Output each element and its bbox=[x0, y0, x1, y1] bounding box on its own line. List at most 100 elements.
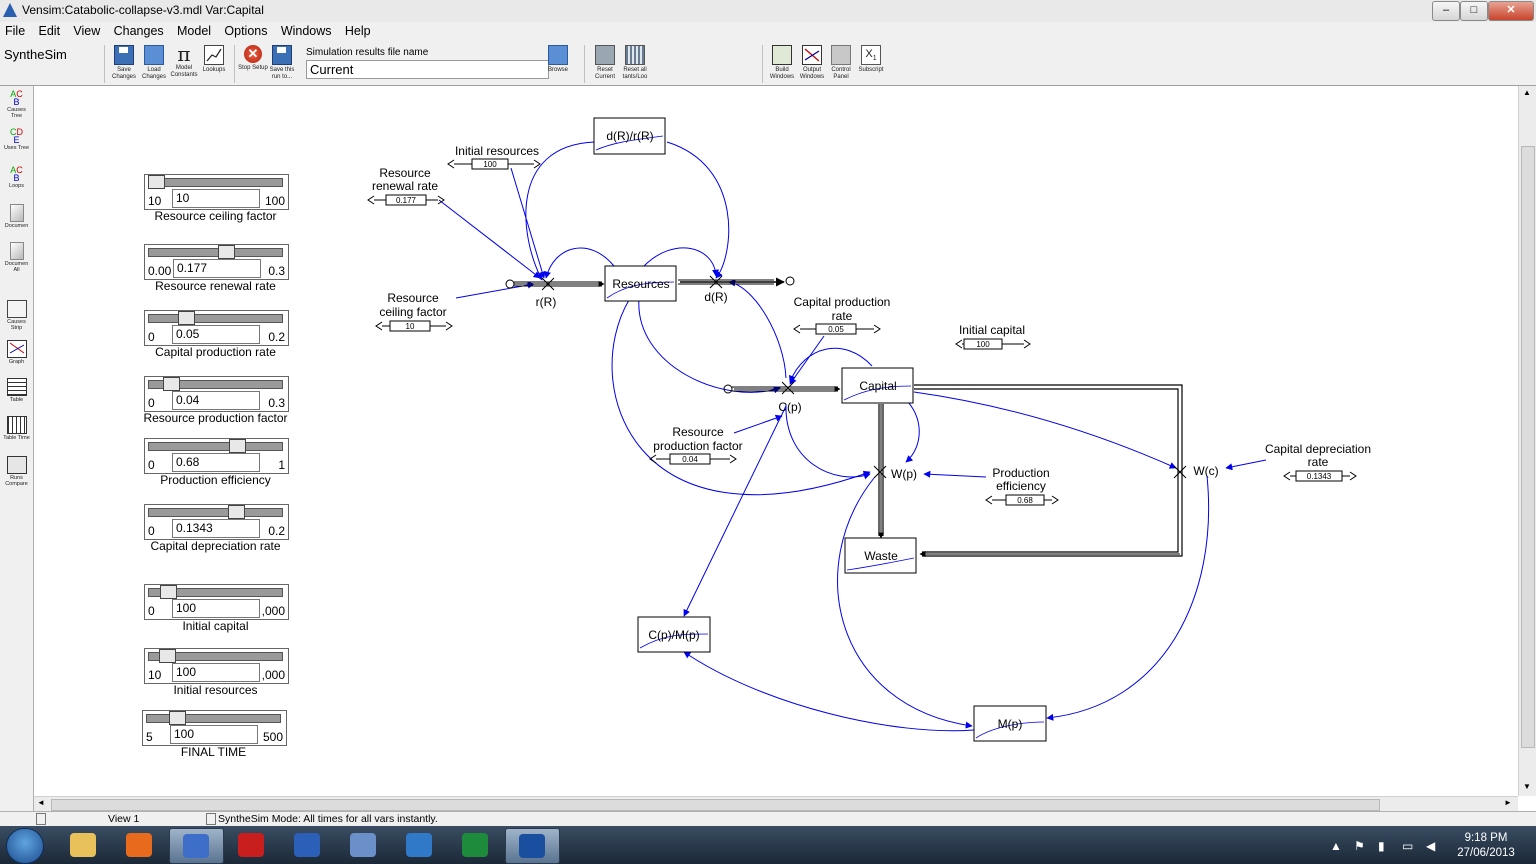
view-name[interactable]: View 1 bbox=[108, 813, 140, 825]
slider-value-input[interactable]: 0.1343 bbox=[172, 519, 260, 538]
show-hidden-icons-icon[interactable]: ▲ bbox=[1330, 839, 1342, 853]
toolbar-separator bbox=[584, 45, 585, 83]
taskbar-app-thunderbird[interactable] bbox=[169, 828, 224, 864]
maximize-button[interactable]: □ bbox=[1460, 1, 1488, 21]
close-button[interactable]: ✕ bbox=[1488, 1, 1534, 21]
menu-help[interactable]: Help bbox=[344, 24, 371, 38]
control-panel-button[interactable]: Control Panel bbox=[825, 45, 857, 81]
slider-track[interactable] bbox=[148, 508, 283, 517]
slider-track[interactable] bbox=[148, 442, 283, 451]
scroll-up-icon[interactable]: ▲ bbox=[1523, 88, 1531, 97]
slider-value-input[interactable]: 0.05 bbox=[172, 325, 260, 344]
load-changes-button[interactable]: Load Changes bbox=[138, 45, 170, 81]
causes-strip-tool[interactable]: Causes Strip bbox=[2, 300, 31, 331]
menu-changes[interactable]: Changes bbox=[113, 24, 164, 38]
horizontal-scroll-thumb[interactable] bbox=[51, 799, 1380, 811]
slider-track[interactable] bbox=[146, 714, 281, 723]
build-windows-button[interactable]: Build Windows bbox=[766, 45, 798, 81]
vensim-app-icon[interactable] bbox=[3, 3, 17, 17]
reset-all-button[interactable]: Reset all tants/Loo bbox=[619, 45, 651, 81]
subscript-button[interactable]: X1 Subscript bbox=[855, 45, 887, 74]
table-tool[interactable]: Table bbox=[2, 378, 31, 403]
menu-model[interactable]: Model bbox=[177, 24, 212, 38]
taskbar-app-excel[interactable] bbox=[449, 828, 502, 862]
start-button[interactable] bbox=[6, 828, 44, 864]
taskbar-app-explorer[interactable] bbox=[57, 828, 110, 862]
menu-options[interactable]: Options bbox=[224, 24, 268, 38]
action-center-icon[interactable]: ⚑ bbox=[1354, 839, 1365, 853]
scroll-left-icon[interactable]: ◄ bbox=[37, 798, 45, 807]
slider-value-input[interactable]: 0.04 bbox=[172, 391, 260, 410]
volume-icon[interactable]: ◀ bbox=[1426, 839, 1436, 853]
slider-track[interactable] bbox=[148, 314, 283, 323]
vertical-scroll-thumb[interactable] bbox=[1521, 146, 1535, 748]
slider-knob[interactable] bbox=[227, 505, 245, 519]
network-icon[interactable]: ▭ bbox=[1402, 839, 1414, 853]
slider-value-input[interactable]: 100 bbox=[172, 663, 260, 682]
save-changes-button[interactable]: Save Changes bbox=[108, 45, 140, 81]
slider-value-input[interactable]: 10 bbox=[172, 189, 260, 208]
minimize-button[interactable]: ‒ bbox=[1432, 1, 1460, 21]
model-constants-button[interactable]: π Model Constants bbox=[170, 42, 198, 78]
taskbar-app-vensim[interactable] bbox=[505, 828, 560, 864]
view-selector-icon[interactable] bbox=[36, 813, 46, 825]
slider-track[interactable] bbox=[148, 248, 283, 257]
taskbar-app-ie[interactable] bbox=[393, 828, 446, 862]
slider-knob[interactable] bbox=[177, 311, 195, 325]
sim-results-input[interactable]: Current bbox=[306, 60, 549, 79]
lookups-button[interactable]: Lookups bbox=[198, 45, 230, 74]
taskbar-app-firefox[interactable] bbox=[113, 828, 166, 862]
slider-value-input[interactable]: 0.68 bbox=[172, 453, 260, 472]
slider-value-input[interactable]: 100 bbox=[170, 725, 258, 744]
slider-value-input[interactable]: 0.177 bbox=[173, 259, 261, 278]
menu-view[interactable]: View bbox=[73, 24, 101, 38]
runs-compare-tool[interactable]: Runs Compare bbox=[2, 456, 31, 487]
stop-setup-button[interactable]: ✕ Stop Setup bbox=[238, 45, 268, 71]
document-tool[interactable]: Documen bbox=[2, 204, 31, 229]
menu-windows[interactable]: Windows bbox=[280, 24, 332, 38]
graph-tool[interactable]: Graph bbox=[2, 340, 31, 365]
slider-track[interactable] bbox=[148, 588, 283, 597]
scroll-right-icon[interactable]: ► bbox=[1504, 798, 1512, 807]
system-clock[interactable]: 9:18 PM 27/06/2013 bbox=[1446, 831, 1526, 861]
horizontal-scrollbar[interactable]: ◄ ► bbox=[34, 796, 1518, 812]
scroll-down-icon[interactable]: ▼ bbox=[1523, 782, 1531, 791]
taskbar-app-notepad[interactable] bbox=[337, 828, 390, 862]
vertical-scrollbar[interactable]: ▲ ▼ bbox=[1518, 86, 1536, 796]
slider-knob[interactable] bbox=[148, 175, 165, 189]
slider-knob[interactable] bbox=[228, 439, 246, 453]
reset-current-button[interactable]: Reset Current bbox=[589, 45, 621, 81]
power-icon[interactable]: ▮ bbox=[1378, 839, 1385, 853]
slider-track[interactable] bbox=[148, 652, 283, 661]
table-time-tool[interactable]: Table Time bbox=[2, 416, 31, 441]
slider-knob[interactable] bbox=[218, 245, 236, 259]
slider-knob[interactable] bbox=[159, 585, 177, 599]
label-drdr: d(R)/r(R) bbox=[606, 129, 653, 143]
slider-knob[interactable] bbox=[163, 377, 181, 391]
slider-track[interactable] bbox=[148, 380, 283, 389]
slider-value-input[interactable]: 100 bbox=[172, 599, 260, 618]
output-windows-button[interactable]: Output Windows bbox=[796, 45, 828, 81]
slider-knob[interactable] bbox=[158, 649, 176, 663]
browse-button[interactable]: Browse bbox=[542, 45, 574, 74]
slider-knob[interactable] bbox=[168, 711, 186, 725]
menu-edit[interactable]: Edit bbox=[38, 24, 61, 38]
document-all-tool[interactable]: Documen All bbox=[2, 242, 31, 273]
save-run-button[interactable]: Save this run to... bbox=[266, 45, 298, 81]
taskbar-app-acrobat[interactable] bbox=[225, 828, 278, 862]
taskbar-app-word[interactable] bbox=[281, 828, 334, 862]
menu-file[interactable]: File bbox=[5, 24, 26, 38]
